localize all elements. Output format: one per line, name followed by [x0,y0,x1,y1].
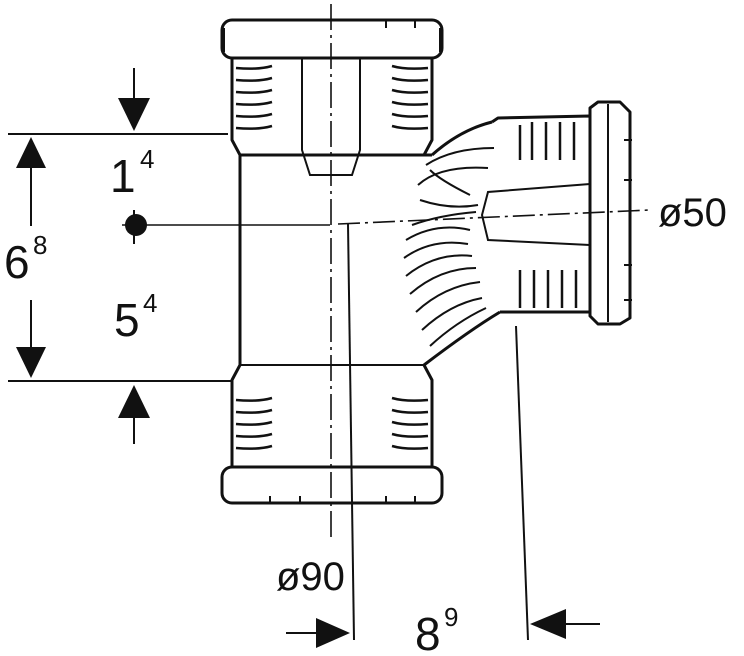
top-socket-ring [220,18,444,60]
branch-upper-edge [431,120,493,157]
bottom-socket-body [230,364,434,469]
dim-top-main: 1 [110,150,136,202]
dim-label-top: 1 4 [110,144,154,202]
main-pipe [220,18,444,505]
reference-point-dot [125,214,147,236]
branch-center-line [337,209,651,225]
dim-label-offset: 8 9 [415,602,458,656]
arrow-up-left [16,137,46,168]
dim-label-bottom: 5 4 [114,288,157,346]
branch-ribs [518,122,578,308]
branch-flange [588,100,632,326]
arrow-right-bottom [316,618,350,648]
branch-pipe [423,100,632,367]
dim-total-sup: 8 [33,230,47,260]
flange-ticks [624,139,632,301]
dim-offset-main: 8 [415,608,441,656]
dia-main-label: ø90 [276,555,345,599]
arrowheads [16,98,566,648]
arrow-down-left [16,347,46,378]
dim-bottom-main: 5 [114,294,140,346]
dim-label-total: 6 8 [4,230,47,288]
dia-branch-label: ø50 [658,191,727,235]
bottom-socket-ribs [235,396,429,450]
top-socket-ribs [235,64,429,130]
dim-top-sup: 4 [140,144,154,174]
arrow-down-right-top [118,98,150,131]
dim-total-main: 6 [4,236,30,288]
branch-inner-stop [480,183,591,246]
bottom-socket-ring [220,465,444,505]
top-socket-body [230,58,434,157]
dim-offset-sup: 9 [444,602,458,632]
branch-lower-edge [423,310,501,367]
dim-bottom-sup: 4 [143,288,157,318]
center-lines [122,4,651,540]
arrow-left-bottom [530,609,566,639]
arrow-up-right-bottom [118,385,150,418]
socket-ring-ticks [223,20,441,503]
transition-hatching [403,147,495,347]
